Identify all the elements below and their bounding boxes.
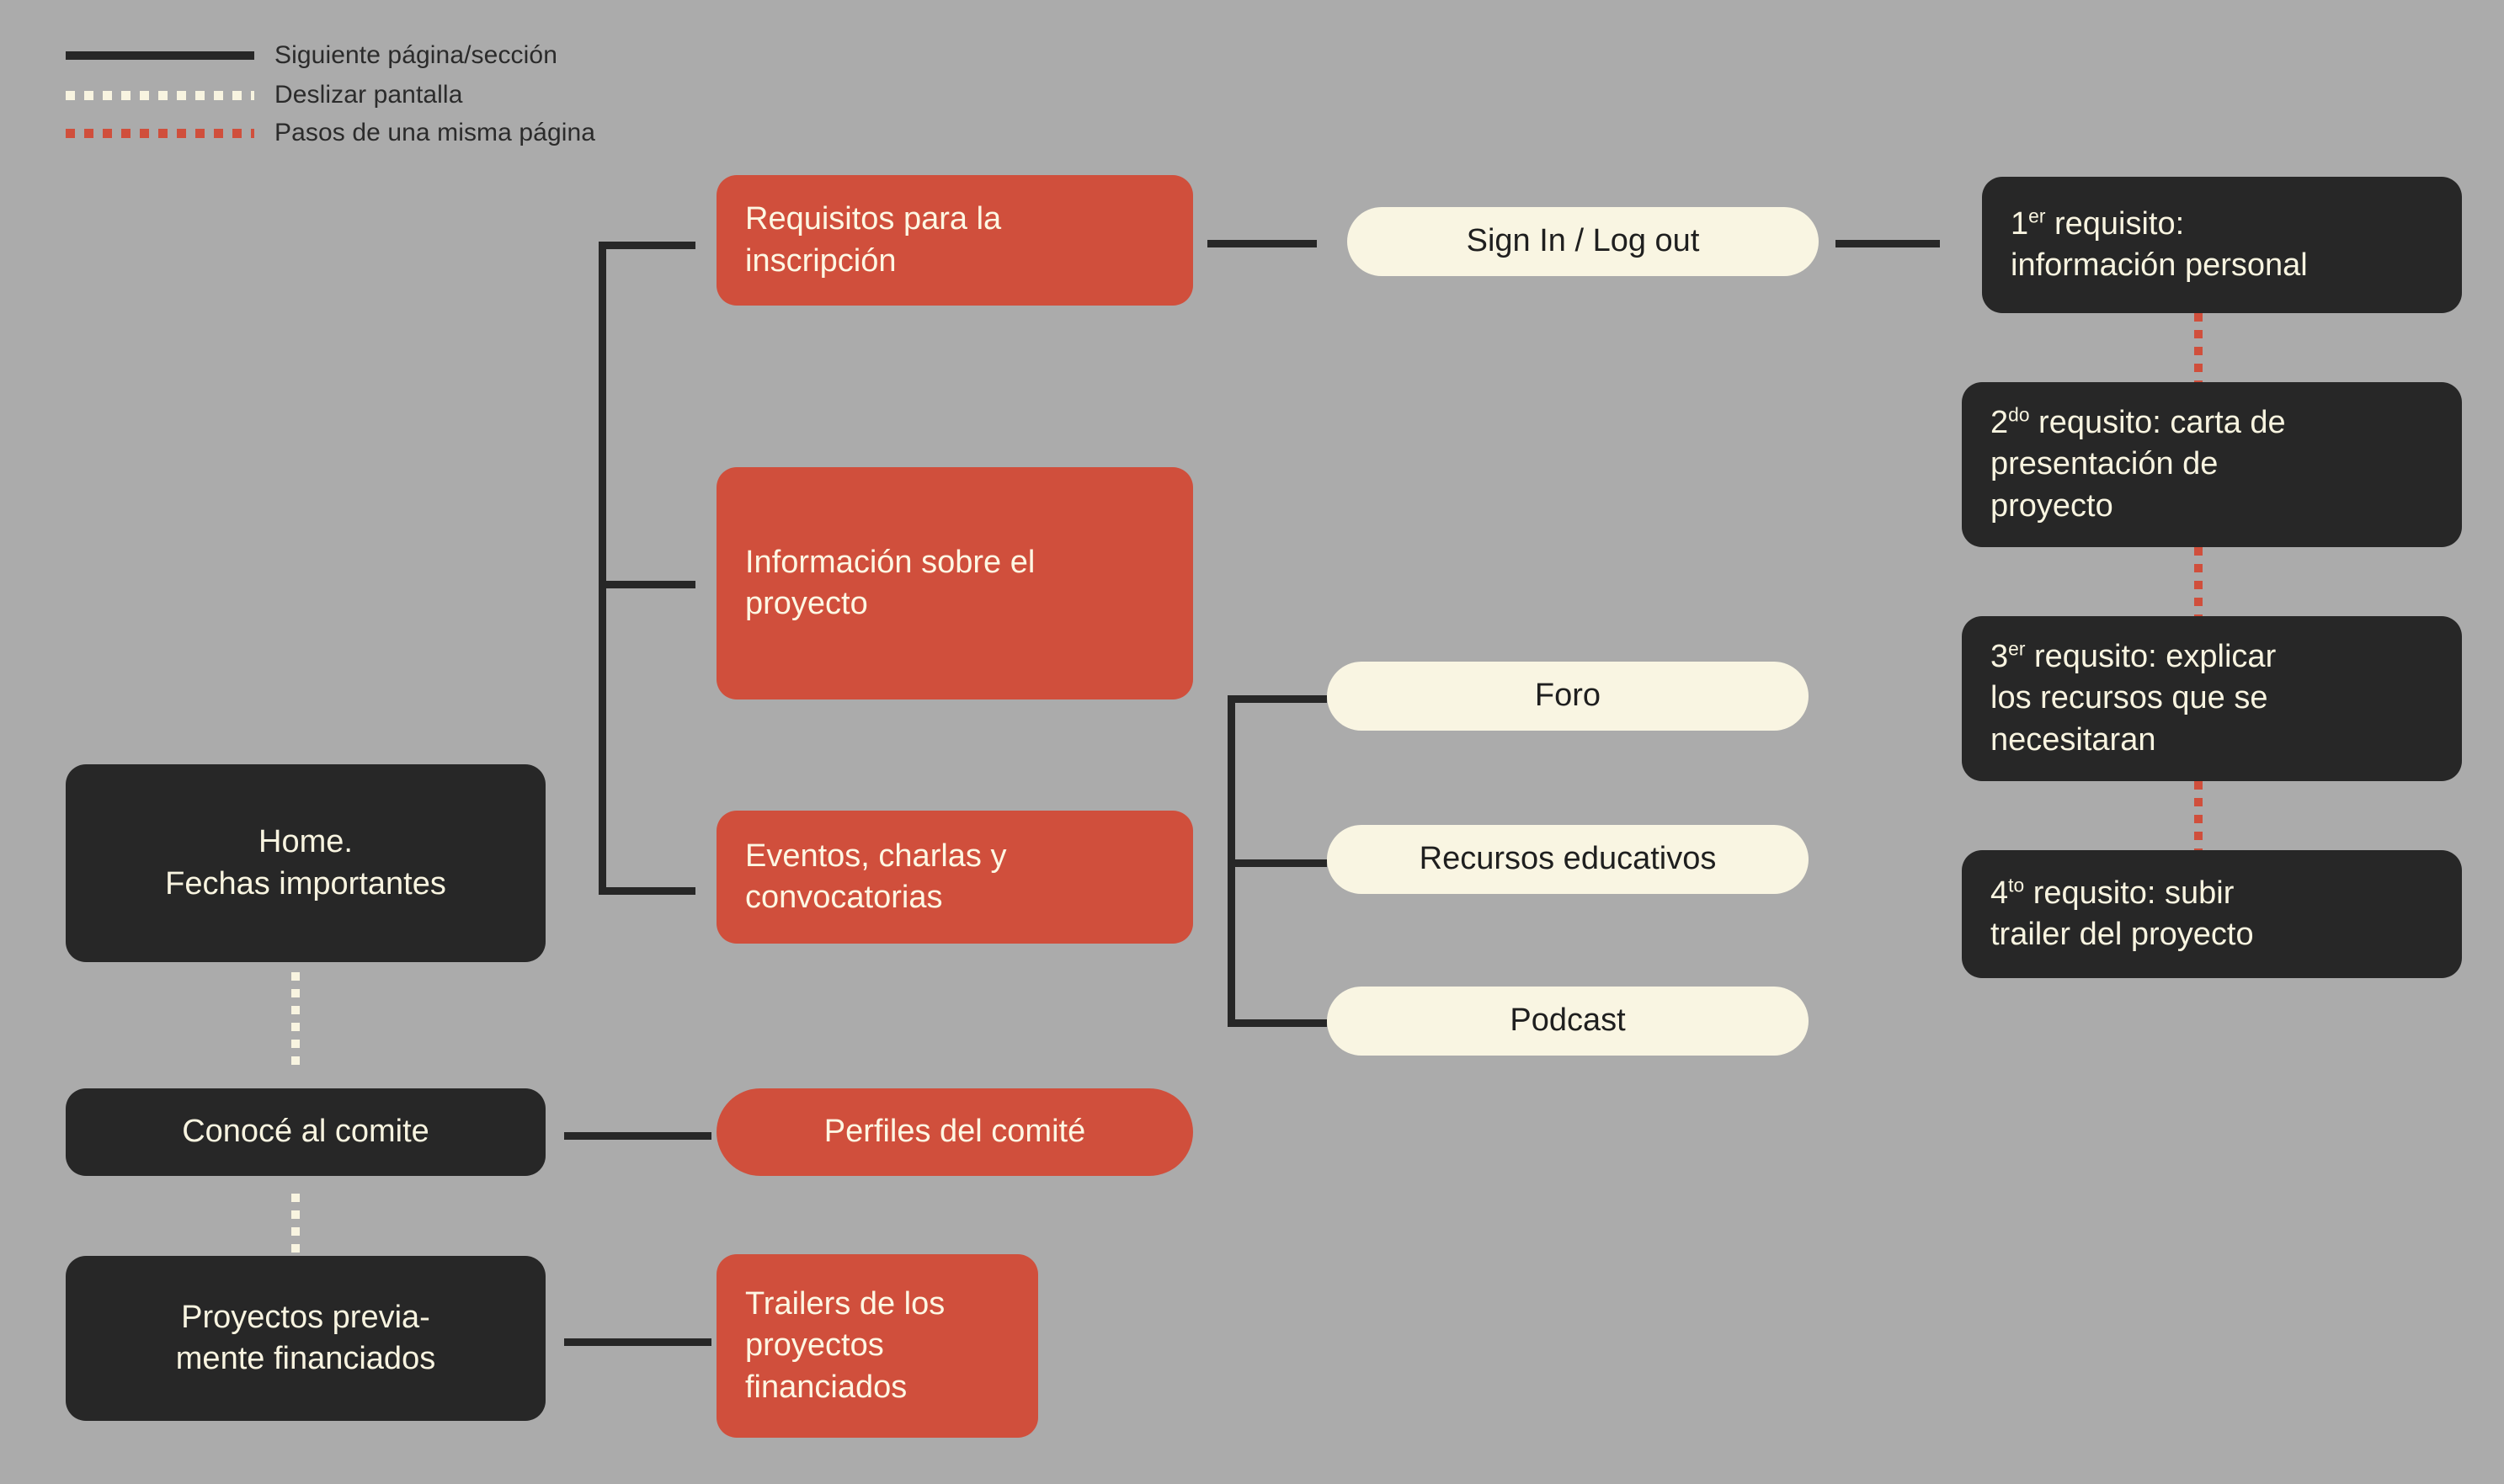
node-podcast[interactable]: Podcast: [1327, 987, 1809, 1056]
node-eventos-charlas-y-convocatorias[interactable]: Eventos, charlas y convocatorias: [717, 811, 1193, 944]
connector-eventos-to-recursos: [1228, 859, 1327, 867]
node-perfiles-del-comite-label: Perfiles del comité: [823, 1114, 1086, 1150]
legend-swatch-dotted-cream-line-icon: [66, 90, 254, 100]
connector-requisito3-to-requisito4-dotted: [2194, 781, 2203, 850]
node-requisito-4-number: 4: [1990, 875, 2009, 911]
connector-requisitos-to-signin: [1207, 240, 1317, 247]
legend-swatch-dotted-red-line-icon: [66, 128, 254, 138]
node-trailers-de-los-proyectos-financiados-label: Trailers de los proyectos financiados: [745, 1285, 946, 1405]
node-conoce-al-comite-label: Conocé al comite: [182, 1114, 429, 1150]
node-requisito-3-number: 3: [1990, 638, 2009, 674]
node-requisitos-para-la-inscripcion-label: Requisitos para la inscripción: [745, 201, 1002, 279]
connector-requisito2-to-requisito3-dotted: [2194, 547, 2203, 616]
node-requisito-2-ordinal: do: [2008, 403, 2030, 426]
node-informacion-sobre-el-proyecto[interactable]: Información sobre el proyecto: [717, 467, 1193, 699]
connector-eventos-to-foro: [1228, 695, 1327, 703]
node-requisito-1-ordinal: er: [2028, 204, 2046, 226]
node-perfiles-del-comite[interactable]: Perfiles del comité: [717, 1088, 1193, 1176]
legend-row-pasos-misma-pagina: Pasos de una misma página: [66, 114, 595, 152]
connector-conoce-to-perfiles: [564, 1132, 711, 1140]
legend-label-deslizar-pantalla: Deslizar pantalla: [274, 81, 463, 109]
node-proyectos-previamente-financiados-label: Proyectos previa- mente financiados: [175, 1299, 436, 1376]
connector-proyectos-to-trailers: [564, 1338, 711, 1346]
legend-row-siguiente-pagina: Siguiente página/sección: [66, 37, 557, 74]
node-home[interactable]: Home. Fechas importantes: [66, 764, 546, 962]
node-requisito-1-number: 1: [2011, 205, 2029, 242]
node-sign-in-log-out[interactable]: Sign In / Log out: [1347, 207, 1819, 276]
node-trailers-de-los-proyectos-financiados[interactable]: Trailers de los proyectos financiados: [717, 1254, 1038, 1438]
node-conoce-al-comite[interactable]: Conocé al comite: [66, 1088, 546, 1176]
connector-requisito1-to-requisito2-dotted: [2194, 313, 2203, 382]
node-recursos-educativos[interactable]: Recursos educativos: [1327, 825, 1809, 894]
connector-home-branch-vertical: [599, 242, 606, 895]
node-requisitos-para-la-inscripcion[interactable]: Requisitos para la inscripción: [717, 175, 1193, 306]
node-requisito-3-ordinal: er: [2008, 637, 2026, 660]
node-requisito-1-label: 1er requisito:información personal: [2011, 204, 2433, 287]
node-requisito-1-rest: requisito:información personal: [2011, 205, 2308, 283]
node-foro-label: Foro: [1534, 678, 1601, 714]
node-requisito-1[interactable]: 1er requisito:información personal: [1982, 177, 2462, 313]
connector-home-to-conoce-dotted: [291, 972, 300, 1073]
connector-home-to-informacion: [599, 581, 695, 588]
connector-home-to-eventos: [599, 887, 695, 895]
connector-signin-to-requisito1: [1835, 240, 1940, 247]
node-home-label: Home. Fechas importantes: [165, 824, 446, 902]
connector-home-to-requisitos: [599, 242, 695, 249]
node-eventos-charlas-y-convocatorias-label: Eventos, charlas y convocatorias: [745, 838, 1007, 915]
node-informacion-sobre-el-proyecto-label: Información sobre el proyecto: [745, 544, 1036, 621]
connector-conoce-to-proyectos-dotted: [291, 1194, 300, 1278]
node-podcast-label: Podcast: [1510, 1003, 1626, 1039]
legend-label-siguiente-pagina: Siguiente página/sección: [274, 41, 557, 69]
node-proyectos-previamente-financiados[interactable]: Proyectos previa- mente financiados: [66, 1256, 546, 1421]
legend-label-pasos-misma-pagina: Pasos de una misma página: [274, 119, 596, 146]
node-foro[interactable]: Foro: [1327, 662, 1809, 731]
node-requisito-4-ordinal: to: [2008, 873, 2025, 896]
legend-row-deslizar-pantalla: Deslizar pantalla: [66, 77, 462, 114]
node-sign-in-log-out-label: Sign In / Log out: [1466, 223, 1700, 259]
connector-eventos-to-podcast: [1228, 1019, 1327, 1027]
node-recursos-educativos-label: Recursos educativos: [1419, 841, 1717, 877]
legend-swatch-solid-line-icon: [66, 51, 254, 60]
node-requisito-2-number: 2: [1990, 404, 2009, 440]
